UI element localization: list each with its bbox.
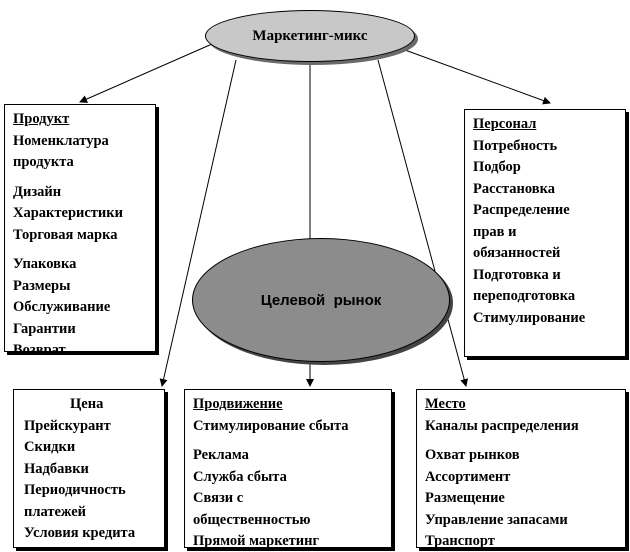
target-market-ellipse: Целевой рынок <box>192 238 450 362</box>
marketing-mix-ellipse: Маркетинг-микс <box>205 10 415 62</box>
target-market-label: Целевой рынок <box>260 291 382 309</box>
price-item: Условия кредита <box>24 525 136 541</box>
promotion-box: Продвижение Стимулирование сбыта Реклама… <box>184 389 392 548</box>
staff-item: Распределение <box>473 202 570 218</box>
product-item: Размеры <box>13 277 71 294</box>
place-item: Транспорт <box>425 533 495 548</box>
staff-item: Подбор <box>473 159 521 175</box>
price-item: Прейскурант <box>24 417 111 434</box>
place-item: Размещение <box>425 490 505 506</box>
promotion-item: Связи с <box>193 490 244 506</box>
place-item: Управление запасами <box>425 511 568 528</box>
promotion-heading: Продвижение <box>193 396 283 412</box>
arrow-to-product <box>79 43 213 103</box>
price-heading: Цена <box>70 396 104 412</box>
price-item: Периодичность <box>24 482 126 498</box>
arrow-to-staff <box>404 49 551 105</box>
product-item: Номенклатура <box>13 132 109 149</box>
staff-item: прав и <box>473 223 517 240</box>
product-item: Упаковка <box>13 256 77 272</box>
product-heading: Продукт <box>13 111 70 127</box>
place-item: Каналы распределения <box>425 417 579 434</box>
product-box: Продукт Номенклатура продукта Дизайн Хар… <box>4 104 156 352</box>
arrow-to-place <box>377 59 469 387</box>
staff-item: Расстановка <box>473 180 555 197</box>
product-item: продукта <box>13 154 74 170</box>
staff-box: Персонал Потребность Подбор Расстановка … <box>464 109 626 357</box>
promotion-item: Прямой маркетинг <box>193 533 320 548</box>
product-item: Обслуживание <box>13 299 111 315</box>
price-item: платежей <box>24 503 87 520</box>
promotion-item: Стимулирование сбыта <box>193 417 349 434</box>
staff-item: Стимулирование <box>473 309 586 326</box>
staff-item: Потребность <box>473 137 558 154</box>
staff-heading: Персонал <box>473 116 537 132</box>
place-item: Ассортимент <box>425 468 511 485</box>
promotion-item: Реклама <box>193 447 249 463</box>
product-item: Гарантии <box>13 320 76 337</box>
arrow-to-price <box>159 59 237 387</box>
price-item: Надбавки <box>24 460 89 477</box>
place-box: Место Каналы распределения Охват рынков … <box>416 389 626 548</box>
product-item: Возврат <box>13 342 66 352</box>
price-item: Скидки <box>24 439 76 455</box>
promotion-item: общественностью <box>193 511 311 528</box>
marketing-mix-label: Маркетинг-микс <box>252 27 368 44</box>
staff-item: переподготовка <box>473 288 576 304</box>
place-item: Охват рынков <box>425 447 520 463</box>
product-item: Характеристики <box>13 205 123 221</box>
product-item: Дизайн <box>13 183 62 200</box>
staff-item: Подготовка и <box>473 266 561 283</box>
price-box: Цена Прейскурант Скидки Надбавки Периоди… <box>13 389 165 548</box>
product-item: Торговая марка <box>13 226 118 243</box>
staff-item: обязанностей <box>473 245 561 261</box>
promotion-item: Служба сбыта <box>193 468 287 485</box>
place-heading: Место <box>425 396 466 412</box>
